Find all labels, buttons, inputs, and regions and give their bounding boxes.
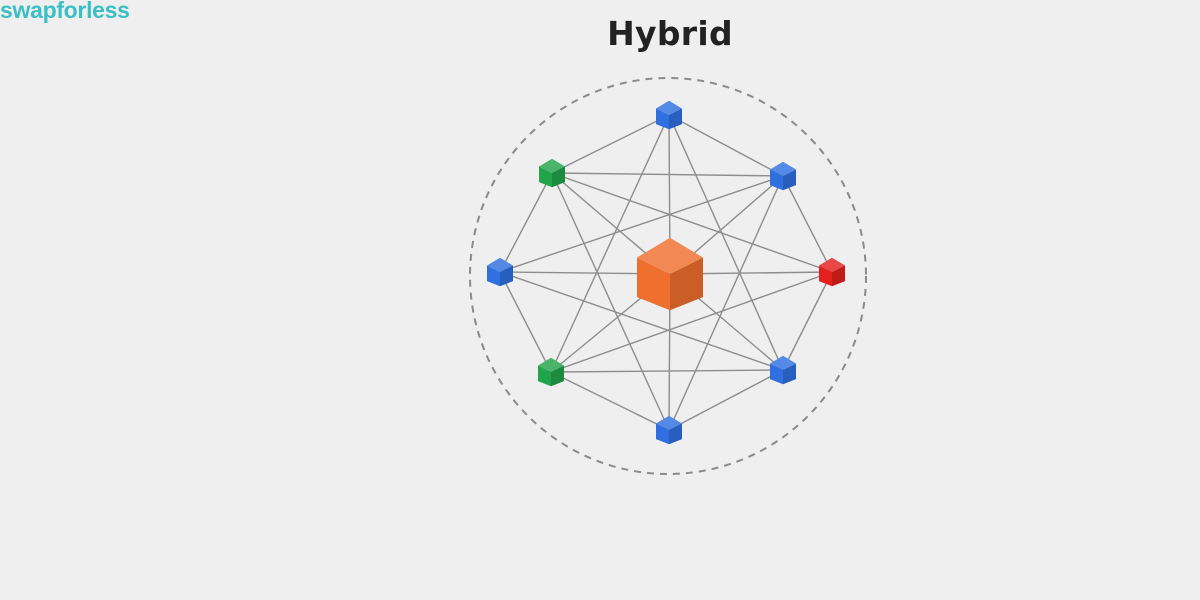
node-left-blue-cube-icon — [487, 257, 513, 287]
brand-watermark: swapforless — [0, 0, 130, 23]
edge-lower-left-left — [499, 271, 552, 373]
network-boundary — [469, 77, 867, 475]
node-lower-right-blue-cube-icon — [770, 355, 796, 385]
node-upper-right-blue-cube-icon — [770, 161, 796, 191]
node-lower-left-green-cube-icon — [538, 357, 564, 387]
central-node-cube-icon — [637, 237, 703, 311]
nodes — [487, 100, 845, 445]
edge-top-lower-left — [550, 114, 670, 373]
edge-upper-left-top — [551, 114, 670, 174]
node-upper-left-green-cube-icon — [539, 158, 565, 188]
edge-left-upper-left — [499, 172, 553, 273]
edge-upper-left-bottom — [551, 172, 670, 431]
edge-right-lower-left — [550, 271, 833, 373]
edge-upper-right-left — [499, 175, 784, 273]
edge-upper-left-right — [551, 172, 833, 273]
node-top-blue-cube-icon — [656, 100, 682, 130]
edge-left-lower-right — [499, 271, 784, 371]
edge-top-upper-right — [668, 114, 784, 177]
edge-lower-right-bottom — [668, 369, 784, 431]
edges — [499, 114, 833, 431]
edge-bottom-lower-left — [550, 371, 670, 431]
node-bottom-blue-cube-icon — [656, 415, 682, 445]
edge-upper-right-right — [782, 175, 833, 273]
edge-lower-left-lower-right — [550, 369, 784, 373]
node-right-red-cube-icon — [819, 257, 845, 287]
edge-top-lower-right — [668, 114, 784, 371]
edge-right-lower-right — [782, 271, 833, 371]
diagram-title: Hybrid — [607, 14, 733, 53]
edge-upper-right-bottom — [668, 175, 784, 431]
edge-upper-left-upper-right — [551, 172, 784, 177]
